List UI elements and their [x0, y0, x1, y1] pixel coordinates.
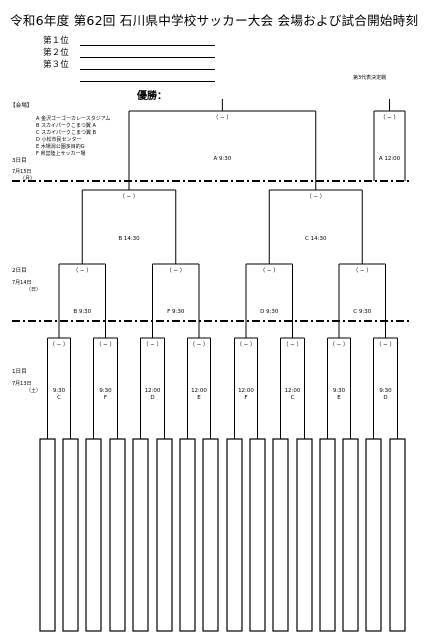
day3-date: 7月15日 — [12, 169, 32, 175]
rank-1-label: 第１位 — [43, 36, 69, 46]
r1-match-time: 9:30 — [53, 388, 66, 394]
day2-date: 7月14日 — [12, 280, 32, 286]
r1-match-venue: E — [337, 395, 341, 401]
team-slot-13 — [319, 438, 336, 632]
venue-f: F 県営陸上サッカー場 — [36, 151, 86, 157]
rank-4-line — [80, 81, 215, 82]
score-placeholder: （ − ） — [380, 114, 399, 121]
r1-match-time: 12:00 — [238, 388, 254, 394]
score-placeholder: （ − ） — [329, 341, 348, 348]
qf-match-label: B 9:30 — [73, 309, 91, 315]
score-placeholder: （ − ） — [96, 341, 115, 348]
r1-match-time: 9:30 — [333, 388, 346, 394]
day1-label: 1日目 — [12, 369, 27, 375]
winner-label: 優勝： — [137, 91, 167, 102]
sf-match-label: C 14:30 — [305, 236, 327, 242]
team-slot-7 — [179, 438, 196, 632]
score-placeholder: （ − ） — [189, 341, 208, 348]
score-placeholder: （ − ） — [143, 341, 162, 348]
day2-weekday: （日） — [26, 287, 42, 293]
r1-match-venue: F — [244, 395, 247, 401]
team-slot-11 — [272, 438, 289, 632]
day1-date: 7月13日 — [12, 381, 32, 387]
third-match-label: A 12:00 — [379, 156, 401, 162]
r1-match-time: 12:00 — [145, 388, 161, 394]
venue-a: A 金沢ゴーゴーカレースタジアム — [36, 116, 111, 122]
final-match-label: A 9:30 — [213, 156, 231, 162]
team-slot-1 — [39, 438, 56, 632]
venue-heading: 【会場】 — [10, 103, 33, 109]
r1-match-time: 12:00 — [191, 388, 207, 394]
team-slot-10 — [249, 438, 266, 632]
r1-match-time: 9:30 — [99, 388, 112, 394]
day3-weekday: （月） — [20, 176, 36, 182]
qf-match-label: D 9:30 — [260, 309, 279, 315]
venue-b: B スカイパークこまつ翼 A — [36, 123, 96, 129]
score-placeholder: （ − ） — [353, 267, 372, 274]
team-slot-12 — [296, 438, 313, 632]
score-placeholder: （ − ） — [260, 267, 279, 274]
score-placeholder: （ − ） — [166, 267, 185, 274]
r1-match-time: 9:30 — [379, 388, 392, 394]
page-title: 令和6年度 第62回 石川県中学校サッカー大会 会場および試合開始時刻 — [10, 13, 419, 28]
score-placeholder: （ − ） — [213, 114, 232, 121]
rank-2-line — [80, 57, 215, 58]
score-placeholder: （ − ） — [306, 193, 325, 200]
r1-match-venue: D — [383, 395, 387, 401]
venue-d: D 小松市民センター — [36, 137, 82, 143]
team-slot-8 — [202, 438, 219, 632]
venue-c: C スカイパークこまつ翼 B — [36, 130, 97, 136]
r1-match-time: 12:00 — [285, 388, 301, 394]
r1-match-venue: E — [197, 395, 201, 401]
day1-weekday: （土） — [26, 388, 42, 394]
rank-2-label: 第２位 — [43, 48, 69, 58]
venue-e: E 木場潟公園多目的G — [36, 144, 85, 150]
rank-1-line — [80, 45, 215, 46]
score-placeholder: （ − ） — [236, 341, 255, 348]
team-slot-4 — [109, 438, 126, 632]
team-slot-9 — [226, 438, 243, 632]
third-place-note: 第3代表決定戦 — [353, 75, 387, 81]
team-slot-3 — [85, 438, 102, 632]
score-placeholder: （ − ） — [49, 341, 68, 348]
team-slot-15 — [365, 438, 382, 632]
rank-3-line — [80, 69, 215, 70]
team-slot-16 — [389, 438, 406, 632]
team-slot-2 — [62, 438, 79, 632]
score-placeholder: （ − ） — [376, 341, 395, 348]
qf-match-label: F 9:30 — [167, 309, 185, 315]
qf-match-label: C 9:30 — [353, 309, 371, 315]
score-placeholder: （ − ） — [73, 267, 92, 274]
rank-3-label: 第３位 — [43, 60, 69, 70]
score-placeholder: （ − ） — [283, 341, 302, 348]
score-placeholder: （ − ） — [119, 193, 138, 200]
r1-match-venue: F — [104, 395, 107, 401]
r1-match-venue: C — [57, 395, 61, 401]
r1-match-venue: C — [291, 395, 295, 401]
day2-label: 2日目 — [12, 268, 27, 274]
r1-match-venue: D — [150, 395, 154, 401]
team-slot-6 — [156, 438, 173, 632]
team-slot-5 — [132, 438, 149, 632]
team-slot-14 — [342, 438, 359, 632]
sf-match-label: B 14:30 — [118, 236, 140, 242]
day3-label: 3日目 — [12, 158, 27, 164]
